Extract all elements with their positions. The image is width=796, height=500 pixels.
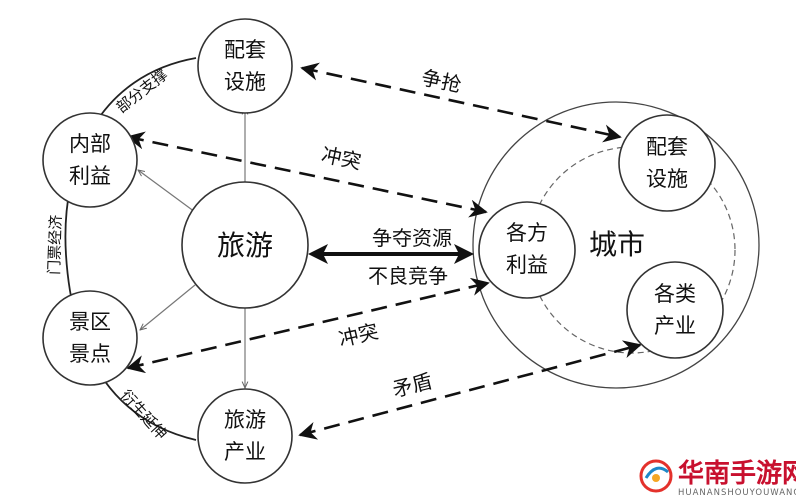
left-facilities-node <box>197 18 293 114</box>
city-facilities-label-1: 配套 <box>646 135 688 159</box>
site-logo: 华南手游网 HUANANSHOUYOUWANG <box>639 458 796 498</box>
city-label: 城市 <box>589 228 645 261</box>
arc-label-ticket-economy: 门票经济 <box>45 215 65 276</box>
tourism-industry-node <box>197 388 293 484</box>
city-industries-label-1: 各类 <box>654 282 696 306</box>
city-interests-label-2: 利益 <box>506 253 548 277</box>
edge-label-contradiction: 矛盾 <box>390 369 435 402</box>
internal-interest-label-2: 利益 <box>69 164 111 188</box>
city-industries-node <box>626 261 724 359</box>
city-interests-node <box>478 201 576 299</box>
city-industries-label-2: 产业 <box>654 314 696 338</box>
logo-sub: HUANANSHOUYOUWANG <box>678 488 796 498</box>
tourism-industry-label-2: 产业 <box>224 440 266 464</box>
edge-conflict-bottom <box>126 277 490 374</box>
scenic-spots-node <box>42 290 138 386</box>
city-facilities-label-2: 设施 <box>646 167 688 191</box>
edge-label-compete-resources: 争夺资源 <box>372 226 452 250</box>
arc-label-derivative-extension: 衍生延伸 <box>117 386 171 443</box>
spoke-to-internal-interest <box>138 170 196 213</box>
tourism-node <box>181 181 309 309</box>
edge-contradiction <box>298 340 642 440</box>
internal-interest-node <box>42 112 138 208</box>
tourism-industry-label-1: 旅游 <box>224 408 266 432</box>
edge-conflict-top <box>126 131 488 218</box>
edge-scramble <box>300 62 622 143</box>
left-facilities-label-1: 配套 <box>224 38 266 62</box>
arc-label-partial-support: 部分支撑 <box>113 65 171 116</box>
city-facilities-node <box>618 114 716 212</box>
edge-label-scramble: 争抢 <box>419 65 463 97</box>
spoke-to-scenic-spots <box>140 284 196 330</box>
left-outer-arc <box>64 57 197 441</box>
edge-label-conflict-top: 冲突 <box>319 142 363 174</box>
city-interests-label-1: 各方 <box>506 221 548 245</box>
edge-label-bad-competition: 不良竞争 <box>368 264 448 288</box>
internal-interest-label-1: 内部 <box>69 132 111 156</box>
tourism-label: 旅游 <box>217 229 273 262</box>
scenic-spots-label-2: 景点 <box>69 342 111 366</box>
logo-name: 华南手游网 <box>678 458 796 489</box>
scenic-spots-label-1: 景区 <box>69 310 111 334</box>
left-facilities-label-2: 设施 <box>224 70 266 94</box>
edge-label-conflict-bottom: 冲突 <box>336 319 380 351</box>
